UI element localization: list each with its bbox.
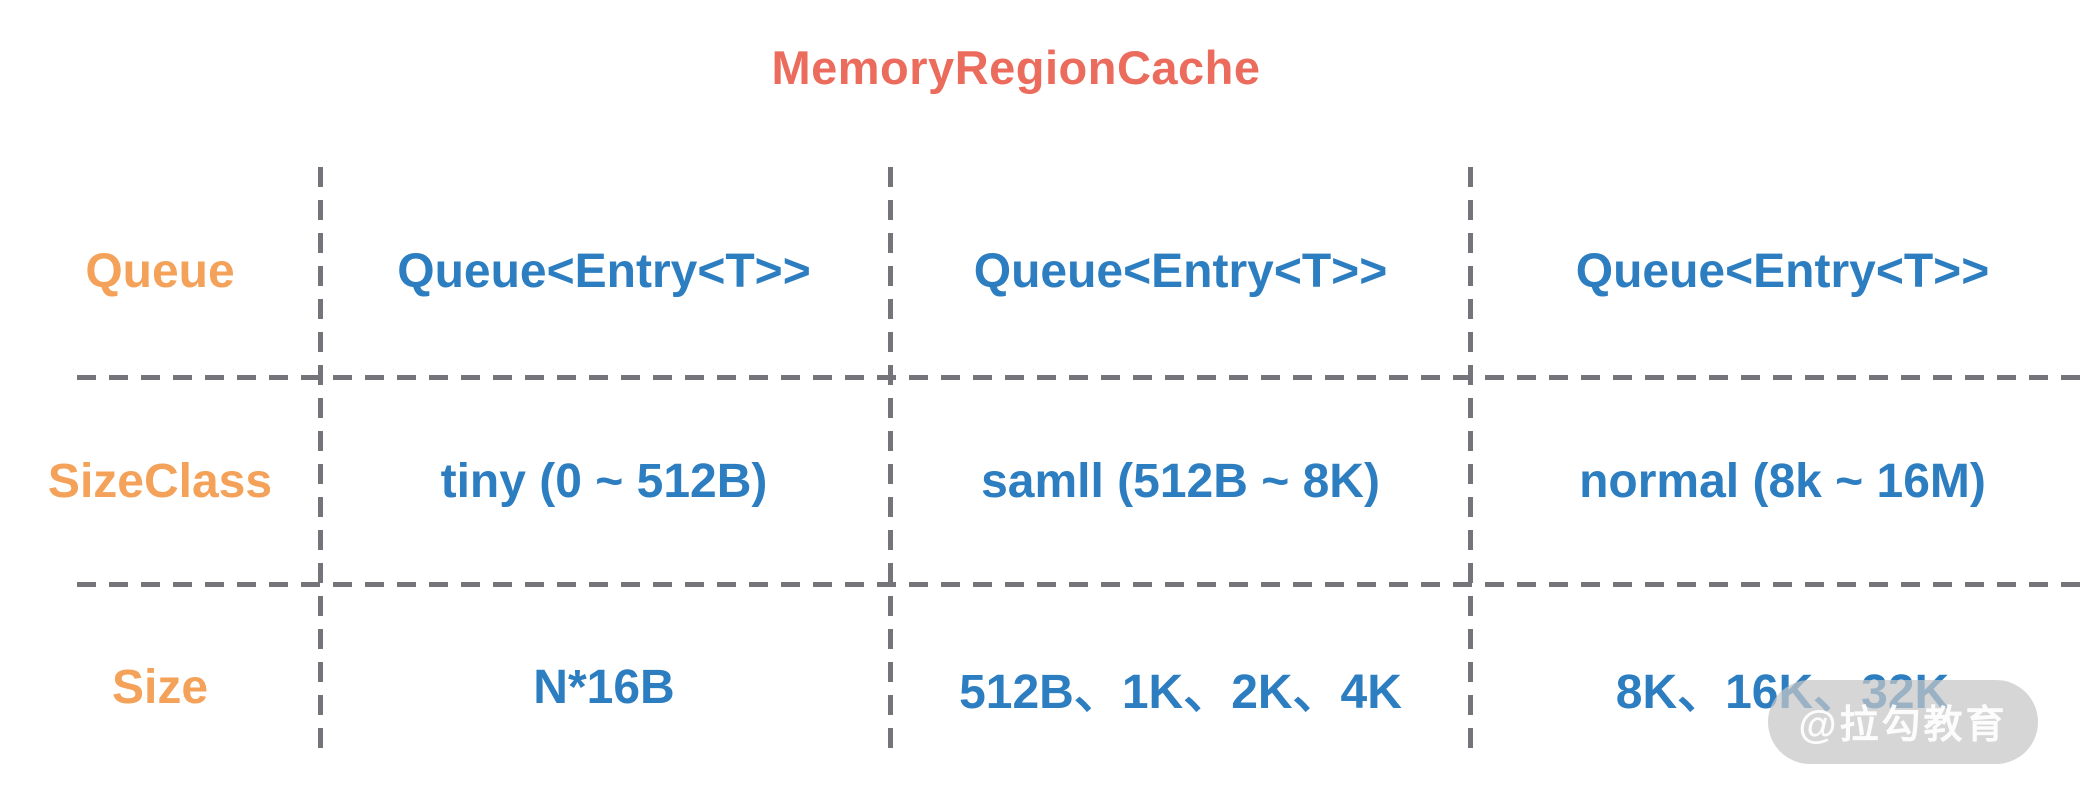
sizeclass-cell-small: samll (512B ~ 8K) [981, 454, 1380, 508]
size-cell-small: 512B、1K、2K、4K [959, 666, 1402, 719]
sizeclass-row-label: SizeClass [47, 454, 273, 508]
watermark-badge: @拉勾教育 [1768, 680, 2038, 764]
sizeclass-cell-tiny: tiny (0 ~ 512B) [440, 454, 768, 508]
column-divider-2 [888, 167, 893, 758]
watermark-text: @拉勾教育 [1798, 704, 2008, 747]
queue-cell-tiny: Queue<Entry<T>> [397, 244, 811, 298]
size-row-label: Size [111, 660, 209, 714]
sizeclass-cell-normal: normal (8k ~ 16M) [1579, 454, 1986, 508]
queue-cell-small: Queue<Entry<T>> [973, 244, 1388, 298]
queue-cell-normal: Queue<Entry<T>> [1575, 244, 1990, 298]
column-divider-1 [318, 167, 323, 758]
size-cell-tiny: N*16B [533, 660, 675, 714]
row-divider-2 [77, 582, 2092, 587]
column-divider-3 [1468, 167, 1473, 758]
row-divider-1 [77, 375, 2092, 380]
queue-row-label: Queue [85, 244, 235, 298]
diagram-title: MemoryRegionCache [771, 40, 1261, 94]
